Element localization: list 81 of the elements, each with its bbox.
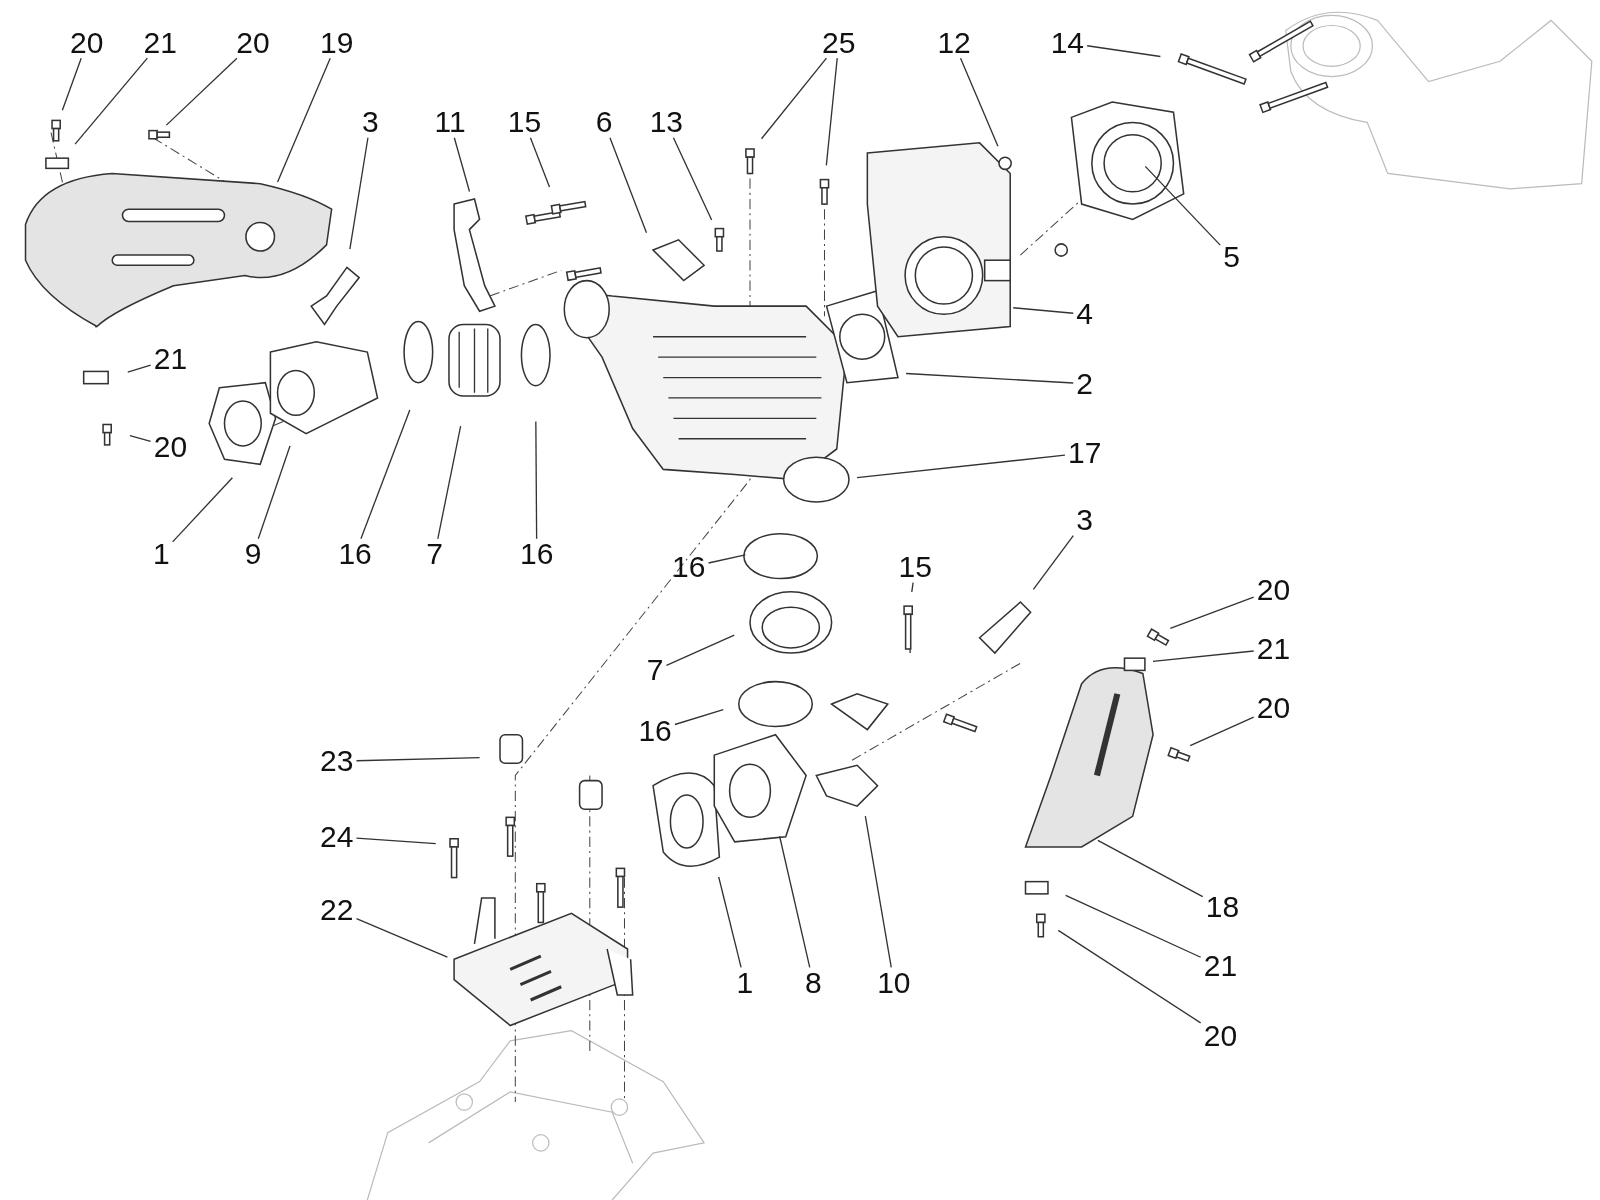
callout-number: 16 bbox=[637, 713, 673, 748]
callout-number: 20 bbox=[235, 25, 271, 60]
callout-number: 21 bbox=[152, 342, 189, 377]
leader-line bbox=[535, 420, 538, 540]
leader-line bbox=[129, 434, 152, 443]
callout-number: 10 bbox=[876, 965, 912, 1000]
leader-line bbox=[718, 876, 742, 968]
leader-line bbox=[825, 57, 838, 167]
callout-number: 6 bbox=[594, 105, 614, 140]
callout-number: 17 bbox=[1067, 436, 1103, 471]
leader-line bbox=[609, 137, 648, 234]
leader-line bbox=[355, 837, 437, 845]
leader-line bbox=[355, 756, 481, 762]
callout-number: 21 bbox=[142, 25, 178, 60]
callout-number: 16 bbox=[337, 537, 373, 572]
callout-number: 19 bbox=[319, 25, 355, 60]
leader-line bbox=[674, 708, 724, 726]
callout-number: 18 bbox=[1204, 890, 1241, 925]
leader-line bbox=[61, 57, 82, 111]
leader-line bbox=[1057, 929, 1202, 1024]
leader-line bbox=[905, 372, 1074, 384]
callout-number: 3 bbox=[1075, 503, 1095, 538]
leader-line bbox=[1169, 596, 1255, 629]
leader-line bbox=[529, 137, 551, 188]
callout-number: 4 bbox=[1075, 297, 1095, 332]
leader-line bbox=[864, 815, 892, 968]
callout-number: 25 bbox=[821, 25, 857, 60]
callout-number: 20 bbox=[1202, 1018, 1239, 1053]
leader-line bbox=[1189, 716, 1255, 747]
leader-line bbox=[453, 137, 471, 193]
callout-number: 3 bbox=[361, 105, 380, 140]
leader-line bbox=[276, 57, 331, 183]
callout-number: 15 bbox=[506, 105, 543, 140]
callout-number: 7 bbox=[645, 653, 665, 688]
callout-number: 12 bbox=[936, 25, 972, 60]
callout-number: 15 bbox=[897, 550, 933, 585]
leader-line bbox=[349, 137, 369, 250]
leader-line bbox=[665, 634, 735, 666]
leader-line bbox=[672, 137, 713, 221]
leader-line bbox=[1086, 45, 1162, 58]
leader-line bbox=[1065, 894, 1202, 958]
callout-number: 24 bbox=[319, 819, 355, 854]
leader-line bbox=[778, 835, 811, 968]
leader-line bbox=[1097, 839, 1204, 898]
callout-number: 1 bbox=[151, 537, 171, 572]
callout-number: 5 bbox=[1222, 240, 1241, 275]
leader-line bbox=[760, 57, 828, 140]
callout-number: 2 bbox=[1075, 366, 1095, 401]
callout-number: 22 bbox=[319, 893, 355, 928]
callout-number: 16 bbox=[671, 550, 707, 585]
callout-number: 1 bbox=[735, 965, 755, 1000]
leader-line bbox=[171, 477, 234, 543]
leader-line bbox=[355, 917, 449, 958]
leader-line bbox=[437, 425, 462, 540]
callout-number: 13 bbox=[648, 105, 684, 140]
leader-line bbox=[1144, 165, 1221, 246]
callout-number: 9 bbox=[243, 537, 263, 572]
leader-line bbox=[1012, 307, 1074, 314]
leader-line bbox=[959, 57, 999, 147]
callout-number: 23 bbox=[319, 744, 355, 779]
callout-number: 20 bbox=[69, 25, 105, 60]
leader-line bbox=[707, 554, 746, 564]
leader-line bbox=[257, 445, 291, 540]
callout-number: 7 bbox=[425, 537, 445, 572]
callout-number: 21 bbox=[1255, 631, 1292, 666]
callout-number: 21 bbox=[1202, 949, 1239, 984]
callout-number: 20 bbox=[152, 429, 189, 464]
leader-line bbox=[74, 57, 148, 145]
leader-line bbox=[911, 582, 914, 593]
callout-number: 8 bbox=[803, 965, 823, 1000]
leader-line bbox=[1152, 650, 1255, 663]
leader-line bbox=[360, 409, 411, 540]
leader-line bbox=[165, 57, 238, 126]
callout-number: 20 bbox=[1255, 691, 1292, 726]
leader-line bbox=[1032, 535, 1074, 590]
callout-number: 16 bbox=[519, 537, 555, 572]
callout-number: 14 bbox=[1049, 25, 1086, 60]
callout-number: 20 bbox=[1255, 572, 1292, 607]
callout-number: 11 bbox=[433, 105, 467, 140]
leader-line bbox=[127, 364, 152, 373]
leader-line bbox=[856, 454, 1066, 479]
